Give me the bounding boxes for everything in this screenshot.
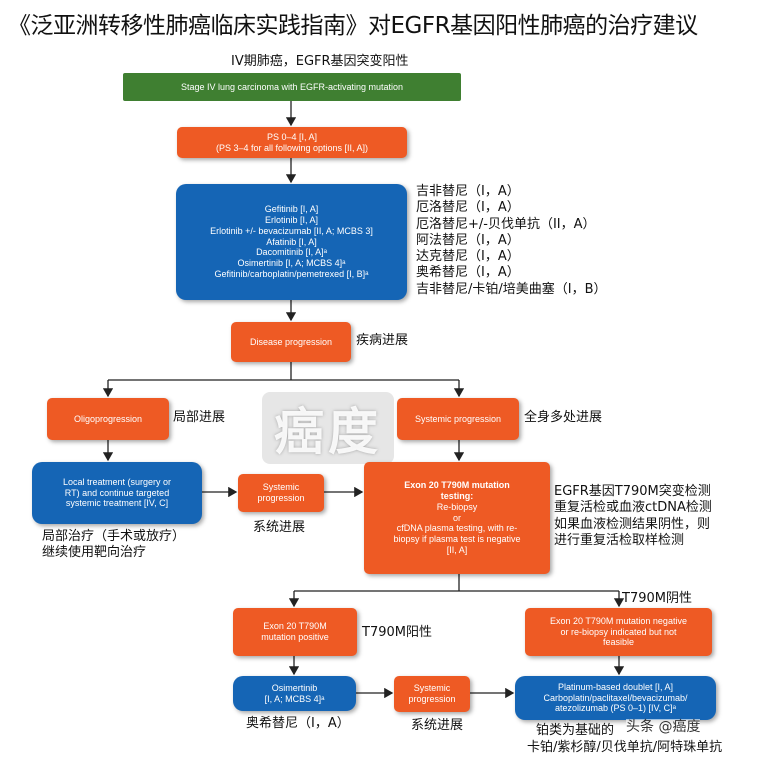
systemic-progression-annotation: 全身多处进展 (524, 410, 603, 425)
testing-line: Re-biopsy (436, 501, 478, 512)
positive-line: Exon 20 T790M (263, 621, 327, 632)
disease-progression-annotation: 疾病进展 (356, 333, 409, 348)
systemic3-line: Systemic (413, 683, 451, 694)
first-line-node: Gefitinib [I, A] Erlotinib [I, A] Erloti… (176, 184, 407, 300)
positive-line: mutation positive (261, 632, 329, 642)
first-line-zh-item: 厄洛替尼+/-贝伐单抗（II，A） (416, 216, 596, 232)
testing-line: Exon 20 T790M mutation (404, 480, 510, 491)
oligoprogression-node: Oligoprogression (47, 398, 169, 440)
first-line-annotation: 吉非替尼（I，A） 厄洛替尼（I，A） 厄洛替尼+/-贝伐单抗（II，A） 阿法… (416, 184, 607, 298)
testing-zh-line: 进行重复活检取样检测 (554, 532, 685, 548)
platinum-annotation-1: 铂类为基础的 (536, 723, 615, 738)
first-line-zh-item: 厄洛替尼（I，A） (416, 200, 520, 216)
local-treatment-annotation: 局部治疗（手术或放疗） 继续使用靶向治疗 (42, 529, 185, 562)
local-treatment-line: systemic treatment [IV, C] (65, 498, 169, 509)
oligoprogression-annotation: 局部进展 (173, 410, 226, 425)
first-line-item: Dacomitinib [I, A]ᵃ (256, 247, 327, 258)
ps-line-1: PS 0–4 [I, A] (266, 131, 318, 142)
testing-zh-line: 重复活检或血液ctDNA检测 (554, 500, 712, 516)
first-line-zh-item: 吉非替尼（I，A） (416, 184, 520, 199)
negative-line: Exon 20 T790M mutation negative (550, 615, 687, 626)
local-zh-line: 继续使用靶向治疗 (42, 545, 147, 561)
local-treatment-line: RT) and continue targeted (64, 487, 170, 498)
first-line-item: Erlotinib +/- bevacizumab [II, A; MCBS 3… (210, 225, 373, 236)
platinum-annotation-2: 卡铂/紫杉醇/贝伐单抗/阿特珠单抗 (527, 740, 723, 755)
t790m-testing-annotation: EGFR基因T790M突变检测 重复活检或血液ctDNA检测 如果血液检测结果阴… (554, 484, 712, 549)
osimertinib-line: [I, A; MCBS 4]ᵃ (264, 693, 325, 704)
first-line-zh-item: 达克替尼（I，A） (416, 249, 520, 264)
systemic-progression-2-annotation: 系统进展 (253, 520, 306, 535)
first-line-item: Osimertinib [I, A; MCBS 4]ᵃ (237, 258, 346, 269)
osimertinib-node: Osimertinib [I, A; MCBS 4]ᵃ (233, 676, 356, 711)
systemic2-line: progression (257, 493, 305, 503)
t790m-negative-annotation: T790M阴性 (622, 591, 692, 606)
t790m-positive-annotation: T790M阳性 (362, 625, 432, 640)
testing-line: [II, A] (446, 544, 468, 555)
systemic-progression-node-2: Systemic progression (238, 474, 324, 512)
systemic-progression-3-annotation: 系统进展 (411, 718, 464, 733)
systemic-progression-node: Systemic progression (397, 398, 519, 440)
testing-zh-line: EGFR基因T790M突变检测 (554, 484, 711, 499)
systemic2-line: Systemic (262, 482, 300, 493)
t790m-negative-node: Exon 20 T790M mutation negative or re-bi… (525, 608, 712, 656)
credit-watermark: 头条 @癌度 (626, 719, 701, 737)
negative-line: or re-biopsy indicated but not (560, 626, 677, 637)
start-node: Stage IV lung carcinoma with EGFR-activa… (123, 73, 461, 101)
start-node-text: Stage IV lung carcinoma with EGFR-activa… (180, 81, 404, 92)
platinum-doublet-node: Platinum-based doublet [I, A] Carboplati… (515, 676, 716, 720)
first-line-zh-item: 阿法替尼（I，A） (416, 232, 520, 248)
first-line-item: Afatinib [I, A] (266, 236, 317, 247)
testing-line: cfDNA plasma testing, with re- (396, 523, 518, 534)
t790m-positive-node: Exon 20 T790M mutation positive (233, 608, 357, 656)
first-line-zh-item: 奥希替尼（I，A） (416, 265, 520, 281)
disease-progression-text: Disease progression (249, 336, 333, 347)
osimertinib-annotation: 奥希替尼（I，A） (246, 716, 350, 731)
systemic3-line: progression (408, 694, 456, 704)
negative-line: feasible (602, 637, 635, 648)
first-line-item: Erlotinib [I, A] (264, 215, 319, 225)
watermark-logo: 癌度 (262, 392, 394, 464)
t790m-testing-node: Exon 20 T790M mutation testing: Re-biops… (364, 462, 550, 574)
disease-progression-node: Disease progression (231, 322, 351, 362)
local-treatment-node: Local treatment (surgery or RT) and cont… (32, 462, 202, 524)
first-line-zh-item: 吉非替尼/卡铂/培美曲塞（I，B） (416, 281, 607, 297)
ps-node: PS 0–4 [I, A] (PS 3–4 for all following … (177, 127, 407, 158)
first-line-item: Gefitinib [I, A] (264, 204, 319, 215)
local-treatment-line: Local treatment (surgery or (62, 476, 172, 487)
local-zh-line: 局部治疗（手术或放疗） (42, 529, 186, 544)
page-title: 《泛亚洲转移性肺癌临床实践指南》对EGFR基因阳性肺癌的治疗建议 (8, 13, 698, 39)
platinum-line: Platinum-based doublet [I, A] (557, 681, 674, 692)
ps-line-2: (PS 3–4 for all following options [II, A… (215, 142, 369, 153)
top-label: IV期肺癌，EGFR基因突变阳性 (231, 54, 409, 69)
systemic-progression-node-3: Systemic progression (394, 676, 470, 712)
first-line-item: Gefitinib/carboplatin/pemetrexed [I, B]ᵃ (214, 268, 369, 279)
testing-line: biopsy if plasma test is negative (393, 534, 521, 545)
testing-zh-line: 如果血液检测结果阴性，则 (554, 516, 711, 532)
platinum-line: Carboplatin/paclitaxel/bevacizumab/ (543, 692, 688, 703)
testing-line: testing: (440, 491, 474, 501)
testing-line: or (452, 512, 461, 523)
platinum-line: atezolizumab (PS 0–1) [IV, C]ᵃ (554, 703, 677, 714)
oligoprogression-text: Oligoprogression (73, 413, 143, 424)
systemic-progression-text: Systemic progression (414, 413, 502, 424)
osimertinib-line: Osimertinib (271, 682, 318, 693)
